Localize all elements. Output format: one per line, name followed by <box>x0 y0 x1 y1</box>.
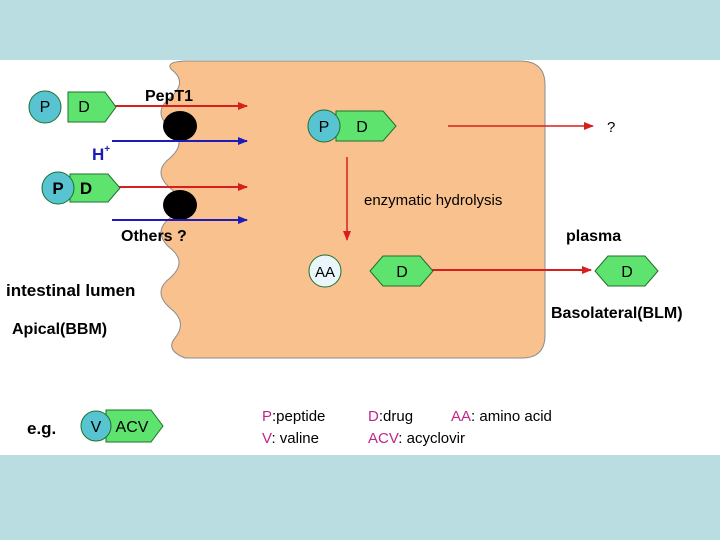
drug-d4-shape <box>369 255 434 287</box>
drug-d4-label: D <box>396 264 408 281</box>
peptide-p2-shape <box>41 171 75 205</box>
drug-d5-shape <box>594 255 659 287</box>
apical-label: Apical(BBM) <box>12 321 107 338</box>
enzymatic-hydrolysis-label: enzymatic hydrolysis <box>364 192 502 209</box>
pept1-label: PepT1 <box>145 88 193 105</box>
legend-drug: D:drug <box>368 408 413 425</box>
cell-body <box>160 60 546 359</box>
peptide-p3-shape <box>307 109 341 143</box>
example-acv-label: ACV <box>116 419 149 436</box>
intestinal-lumen-label: intestinal lumen <box>6 281 135 300</box>
legend-amino-acid: AA: amino acid <box>451 408 552 425</box>
proton-label: H+ <box>92 144 110 164</box>
peptide-p2-label: P <box>52 179 63 198</box>
legend-peptide: P:peptide <box>262 408 325 425</box>
peptide-p1-label: P <box>40 99 51 116</box>
amino-acid-shape <box>308 254 342 288</box>
example-valine-label: V <box>91 419 102 436</box>
top-band <box>0 0 720 60</box>
example-label: e.g. <box>27 419 56 438</box>
unknown-label: ? <box>607 119 615 136</box>
basolateral-label: Basolateral(BLM) <box>551 305 683 322</box>
amino-acid-label: AA <box>315 264 335 281</box>
others-label: Others ? <box>121 228 187 245</box>
legend-acyclovir: ACV: acyclovir <box>368 430 465 447</box>
peptide-p3-label: P <box>319 119 330 136</box>
others-transporter-icon <box>163 190 197 220</box>
example-valine-shape <box>80 410 112 442</box>
legend-valine: V: valine <box>262 430 319 447</box>
drug-d2-label: D <box>80 179 92 198</box>
plasma-label: plasma <box>566 228 621 245</box>
drug-d2-shape <box>69 173 121 203</box>
drug-d1-label: D <box>78 99 90 116</box>
drug-d1-shape <box>67 91 117 123</box>
bottom-band <box>0 455 720 540</box>
peptide-p1-shape <box>28 90 62 124</box>
drug-d3-label: D <box>356 119 368 136</box>
pept1-transporter-icon <box>163 111 197 141</box>
drug-d5-label: D <box>621 264 633 281</box>
